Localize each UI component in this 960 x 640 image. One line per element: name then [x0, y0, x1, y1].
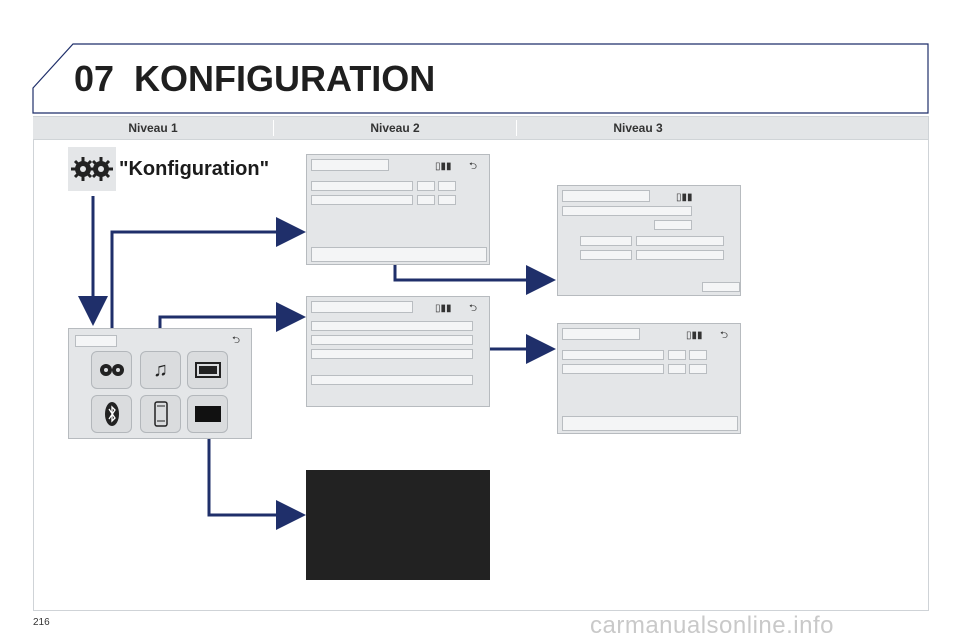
screen-off-display — [306, 470, 490, 580]
page-number: 216 — [33, 617, 50, 628]
watermark: carmanualsonline.info — [590, 612, 834, 639]
chapter-header-frame — [32, 43, 929, 114]
chapter-title: KONFIGURATION — [134, 58, 436, 99]
phone-tile[interactable] — [140, 395, 181, 433]
back-arrow-icon[interactable]: ⮌ — [232, 335, 241, 346]
list-detail-screen: ▯▮▮ ⮌ — [557, 323, 741, 434]
settings-tile[interactable] — [91, 351, 132, 389]
back-arrow-icon[interactable]: ⮌ — [720, 330, 729, 341]
level-1-header: Niveau 1 — [128, 121, 178, 135]
list-settings-screen: ▯▮▮ ⮌ — [306, 296, 490, 407]
main-menu-screen: ⮌ ♫ — [68, 328, 252, 439]
bluetooth-tile[interactable] — [91, 395, 132, 433]
level-bar: Niveau 1 Niveau 2 Niveau 3 — [33, 117, 928, 140]
back-arrow-icon[interactable]: ⮌ — [469, 161, 478, 172]
display-tile[interactable] — [187, 351, 228, 389]
status-icons: ▯▮▮ — [435, 303, 452, 314]
profile-settings-screen: ▯▮▮ ⮌ — [306, 154, 490, 265]
status-icons: ▯▮▮ — [676, 192, 693, 203]
phone-icon — [153, 401, 168, 427]
music-note-icon: ♫ — [153, 358, 168, 381]
status-icons: ▯▮▮ — [686, 330, 703, 341]
off-screen-tile[interactable] — [187, 395, 228, 433]
gears-icon — [68, 147, 116, 191]
level-3-header: Niveau 3 — [613, 121, 663, 135]
back-arrow-icon[interactable]: ⮌ — [469, 303, 478, 314]
menu-label: "Konfiguration" — [119, 158, 270, 180]
status-icons: ▯▮▮ — [435, 161, 452, 172]
level-2-header: Niveau 2 — [370, 121, 420, 135]
media-tile[interactable]: ♫ — [140, 351, 181, 389]
profile-detail-screen: ▯▮▮ — [557, 185, 741, 296]
chapter-number: 07 — [74, 58, 115, 99]
bluetooth-icon — [104, 402, 119, 426]
display-icon — [194, 362, 221, 378]
gears-icon — [99, 364, 124, 376]
